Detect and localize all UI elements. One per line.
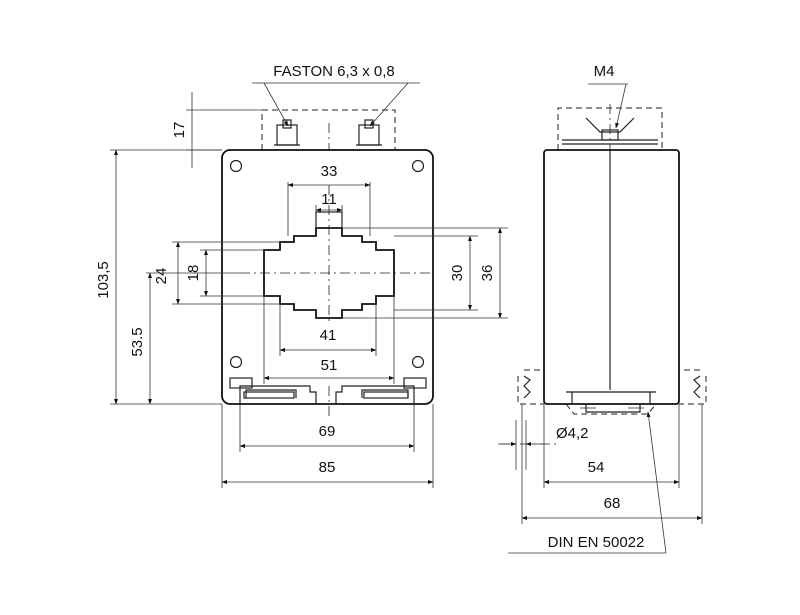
dim-label-36: 36 [479,265,496,282]
side-feet [517,369,707,405]
dimension-36: 36 [342,227,508,319]
dim-label-85: 85 [319,459,336,476]
dim-label-hole: Ø4,2 [556,425,589,442]
dim-label-53-5: 53.5 [129,327,146,356]
faston-label: FASTON 6,3 x 0,8 [273,63,394,80]
mounting-hole-top-left [229,159,243,173]
dimension-33: 33 [287,163,371,236]
faston-terminal-right [356,119,382,146]
dim-label-51: 51 [321,357,338,374]
dimension-103-5: 103,5 [95,149,222,405]
dim-label-33: 33 [321,163,338,180]
din-label: DIN EN 50022 [548,534,645,551]
mounting-hole-bottom-right [411,355,425,369]
dim-label-68: 68 [604,495,621,512]
dimension-53-5: 53.5 [129,272,240,405]
dim-label-41: 41 [320,327,337,344]
m4-screw [562,104,658,150]
dim-label-17: 17 [171,122,188,139]
dimension-11: 11 [315,191,343,212]
terminal-cover-outline [261,109,396,150]
mounting-hole-bottom-left [229,355,243,369]
dimension-hole: Ø4,2 [498,420,589,470]
m4-label: M4 [594,63,615,80]
dim-label-30: 30 [449,265,466,282]
dim-label-69: 69 [319,423,336,440]
dimension-51: 51 [263,296,395,384]
dim-label-103-5: 103,5 [95,261,112,299]
dim-label-54: 54 [588,459,605,476]
dimension-41: 41 [279,304,377,356]
mounting-hole-top-right [411,159,425,173]
side-housing [543,149,680,405]
bottom-clips [229,377,427,420]
side-view: M4 Ø4,2 [498,63,707,554]
faston-callout: FASTON 6,3 x 0,8 [252,63,420,127]
dim-label-24: 24 [153,268,170,285]
dimension-54: 54 [543,404,680,488]
dimension-30: 30 [394,235,478,311]
front-view: 17 FASTON 6,3 x 0,8 33 11 18 [95,63,508,488]
dim-label-11: 11 [321,191,337,208]
dimension-68: 68 [521,404,703,524]
din-callout: DIN EN 50022 [508,411,667,554]
dimension-85: 85 [221,404,434,488]
din-rail-clip [565,391,657,415]
dimension-69: 69 [239,404,415,452]
